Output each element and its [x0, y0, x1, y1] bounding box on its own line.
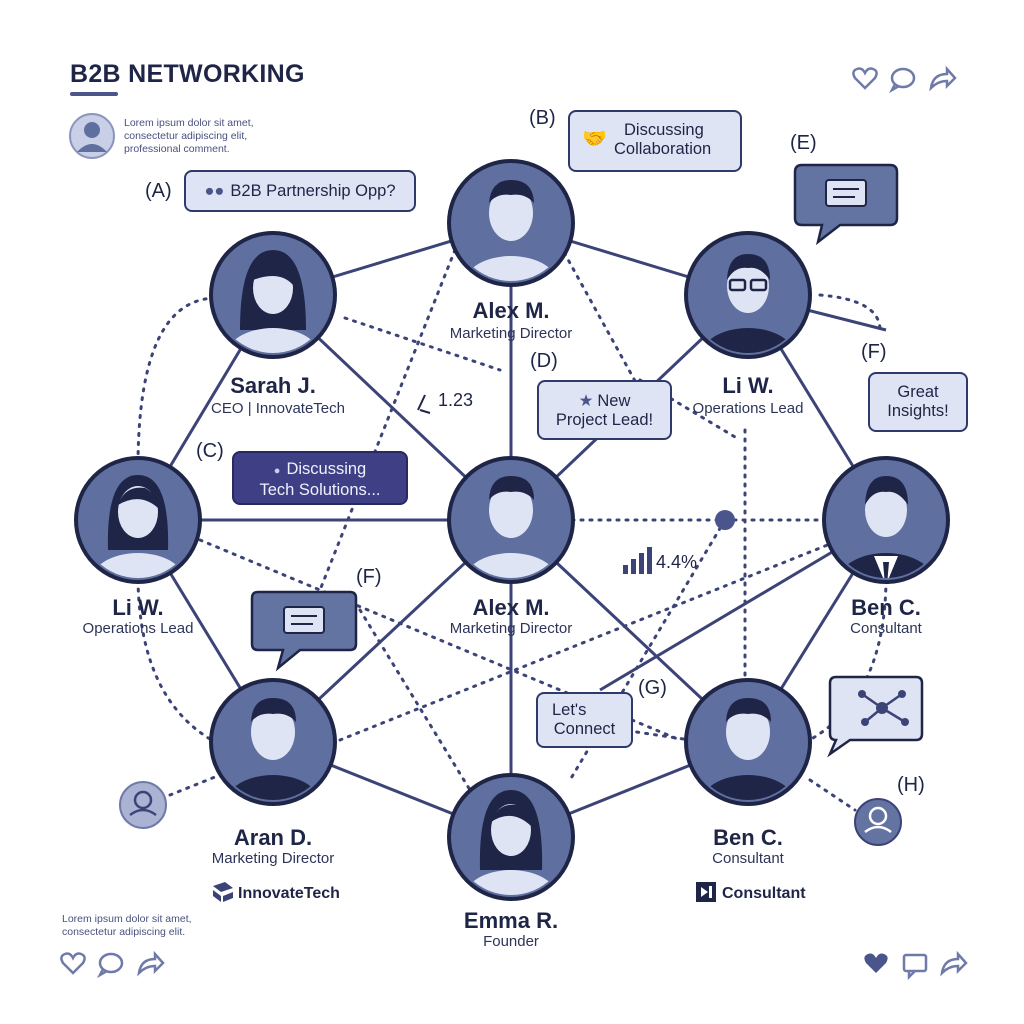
- innovatetech-logo: [213, 882, 233, 902]
- label-g: (G): [638, 677, 667, 699]
- share-icon[interactable]: [929, 65, 957, 92]
- consultant-logo: [696, 882, 716, 902]
- bubble-d-line2: Project Lead!: [555, 411, 654, 429]
- share-icon-footer-right[interactable]: [940, 950, 968, 977]
- bubble-d-line1: New: [597, 392, 631, 410]
- user-avatar-left[interactable]: [119, 781, 167, 829]
- avatar-emma[interactable]: [447, 773, 575, 930]
- stat-count: 1.23: [438, 390, 474, 410]
- bottom-post-text: Lorem ipsum dolor sit amet, consectetur …: [62, 913, 192, 939]
- stat-growth: 4.4%: [656, 552, 698, 572]
- avatar-alex-top[interactable]: [447, 159, 575, 316]
- top-post-line: consectetur adipiscing elit,: [124, 130, 248, 142]
- bubble-g-line2: Connect: [553, 720, 616, 738]
- comment-icon-footer-right[interactable]: [902, 953, 928, 981]
- bubble-d[interactable]: ★New Project Lead!: [537, 380, 672, 440]
- bubble-c-line1: Discussing: [286, 460, 367, 478]
- person-role: Marketing Director: [211, 850, 335, 867]
- person-name: Ben C.: [713, 825, 783, 850]
- dot-icon: ●: [273, 465, 281, 477]
- chat-bubble-e: [793, 163, 899, 246]
- bubble-c-line2: Tech Solutions...: [259, 481, 381, 499]
- label-f: (F): [861, 341, 887, 363]
- avatar-aran[interactable]: [209, 678, 337, 835]
- top-post-line: professional comment.: [124, 143, 230, 155]
- handshake-icon: 🤝: [582, 128, 607, 150]
- bubble-a[interactable]: ●● B2B Partnership Opp?: [184, 170, 416, 212]
- bubble-b-line: Discussing: [624, 121, 704, 139]
- person-name: Alex M.: [472, 595, 550, 620]
- person-name: Emma R.: [463, 908, 559, 933]
- brand-innovatetech: InnovateTech: [238, 885, 340, 902]
- page-title: B2B NETWORKING: [70, 60, 305, 88]
- comment-icon-footer-left[interactable]: [97, 952, 124, 979]
- person-name: Ben C.: [851, 595, 921, 620]
- avatar-sarah[interactable]: [209, 231, 337, 388]
- bubble-f[interactable]: Great Insights!: [868, 372, 968, 432]
- top-post-text: Lorem ipsum dolor sit amet, consectetur …: [124, 117, 254, 156]
- bubble-a-text: B2B Partnership Opp?: [230, 182, 396, 200]
- bubble-c-line: ● Discussing: [234, 460, 406, 481]
- bubble-b-line: Collaboration: [614, 140, 712, 158]
- brand-consultant: Consultant: [722, 885, 806, 902]
- bubble-d-line: ★New: [539, 392, 670, 411]
- avatar-li-left[interactable]: [74, 456, 202, 613]
- avatar-li-top[interactable]: [684, 231, 812, 388]
- avatar-ben-right[interactable]: [822, 456, 950, 617]
- person-role: Consultant: [850, 620, 922, 637]
- bubble-g-line1: Let's: [552, 701, 587, 719]
- hub-node: [715, 510, 735, 530]
- label-a: (A): [145, 180, 172, 202]
- person-name: Aran D.: [233, 825, 313, 850]
- label-d: (D): [530, 350, 558, 372]
- person-role: Operations Lead: [82, 620, 194, 637]
- person-role: Marketing Director: [449, 325, 573, 342]
- share-icon-footer-left[interactable]: [137, 950, 165, 977]
- user-avatar-right[interactable]: [854, 798, 902, 846]
- top-post-line: Lorem ipsum dolor sit amet,: [124, 117, 254, 129]
- bottom-post-line: consectetur adipiscing elit.: [62, 926, 186, 938]
- chat-bubble-network: [827, 675, 924, 758]
- chat-bubble-f-left: [250, 590, 358, 672]
- person-role: Marketing Director: [449, 620, 573, 637]
- bubble-f-line2: Insights!: [887, 402, 949, 420]
- bottom-post-line: Lorem ipsum dolor sit amet,: [62, 913, 192, 925]
- avatar-ben-bottom[interactable]: [684, 678, 812, 835]
- avatar-alex-center[interactable]: [447, 456, 575, 613]
- bubble-c[interactable]: ● Discussing Tech Solutions...: [232, 451, 408, 505]
- person-name: Alex M.: [472, 298, 550, 323]
- label-b: (B): [529, 107, 556, 129]
- label-e: (E): [790, 132, 817, 154]
- person-name: Sarah J.: [230, 373, 316, 398]
- label-h: (H): [897, 774, 925, 796]
- person-role: CEO | InnovateTech: [211, 400, 345, 417]
- bubble-b[interactable]: 🤝 Discussing Collaboration: [568, 110, 742, 172]
- bubble-g[interactable]: Let's Connect: [536, 692, 633, 748]
- star-icon: ★: [578, 392, 594, 410]
- person-role: Operations Lead: [692, 400, 804, 417]
- people-icon: ●●: [204, 182, 225, 200]
- person-role: Founder: [483, 933, 539, 950]
- heart-filled-icon[interactable]: [864, 953, 888, 974]
- comment-icon[interactable]: [889, 67, 916, 94]
- heart-outline-icon[interactable]: [60, 952, 86, 975]
- person-name: Li W.: [112, 595, 164, 620]
- title-underline: [70, 92, 118, 96]
- person-name: Li W.: [722, 373, 774, 398]
- bar-chart-icon: [623, 547, 652, 574]
- person-role: Consultant: [712, 850, 784, 867]
- heart-icon[interactable]: [852, 67, 878, 90]
- label-c: (C): [196, 440, 224, 462]
- bubble-f-line1: Great: [897, 383, 939, 401]
- label-f: (F): [356, 566, 382, 588]
- user-avatar-top-left[interactable]: [69, 113, 115, 159]
